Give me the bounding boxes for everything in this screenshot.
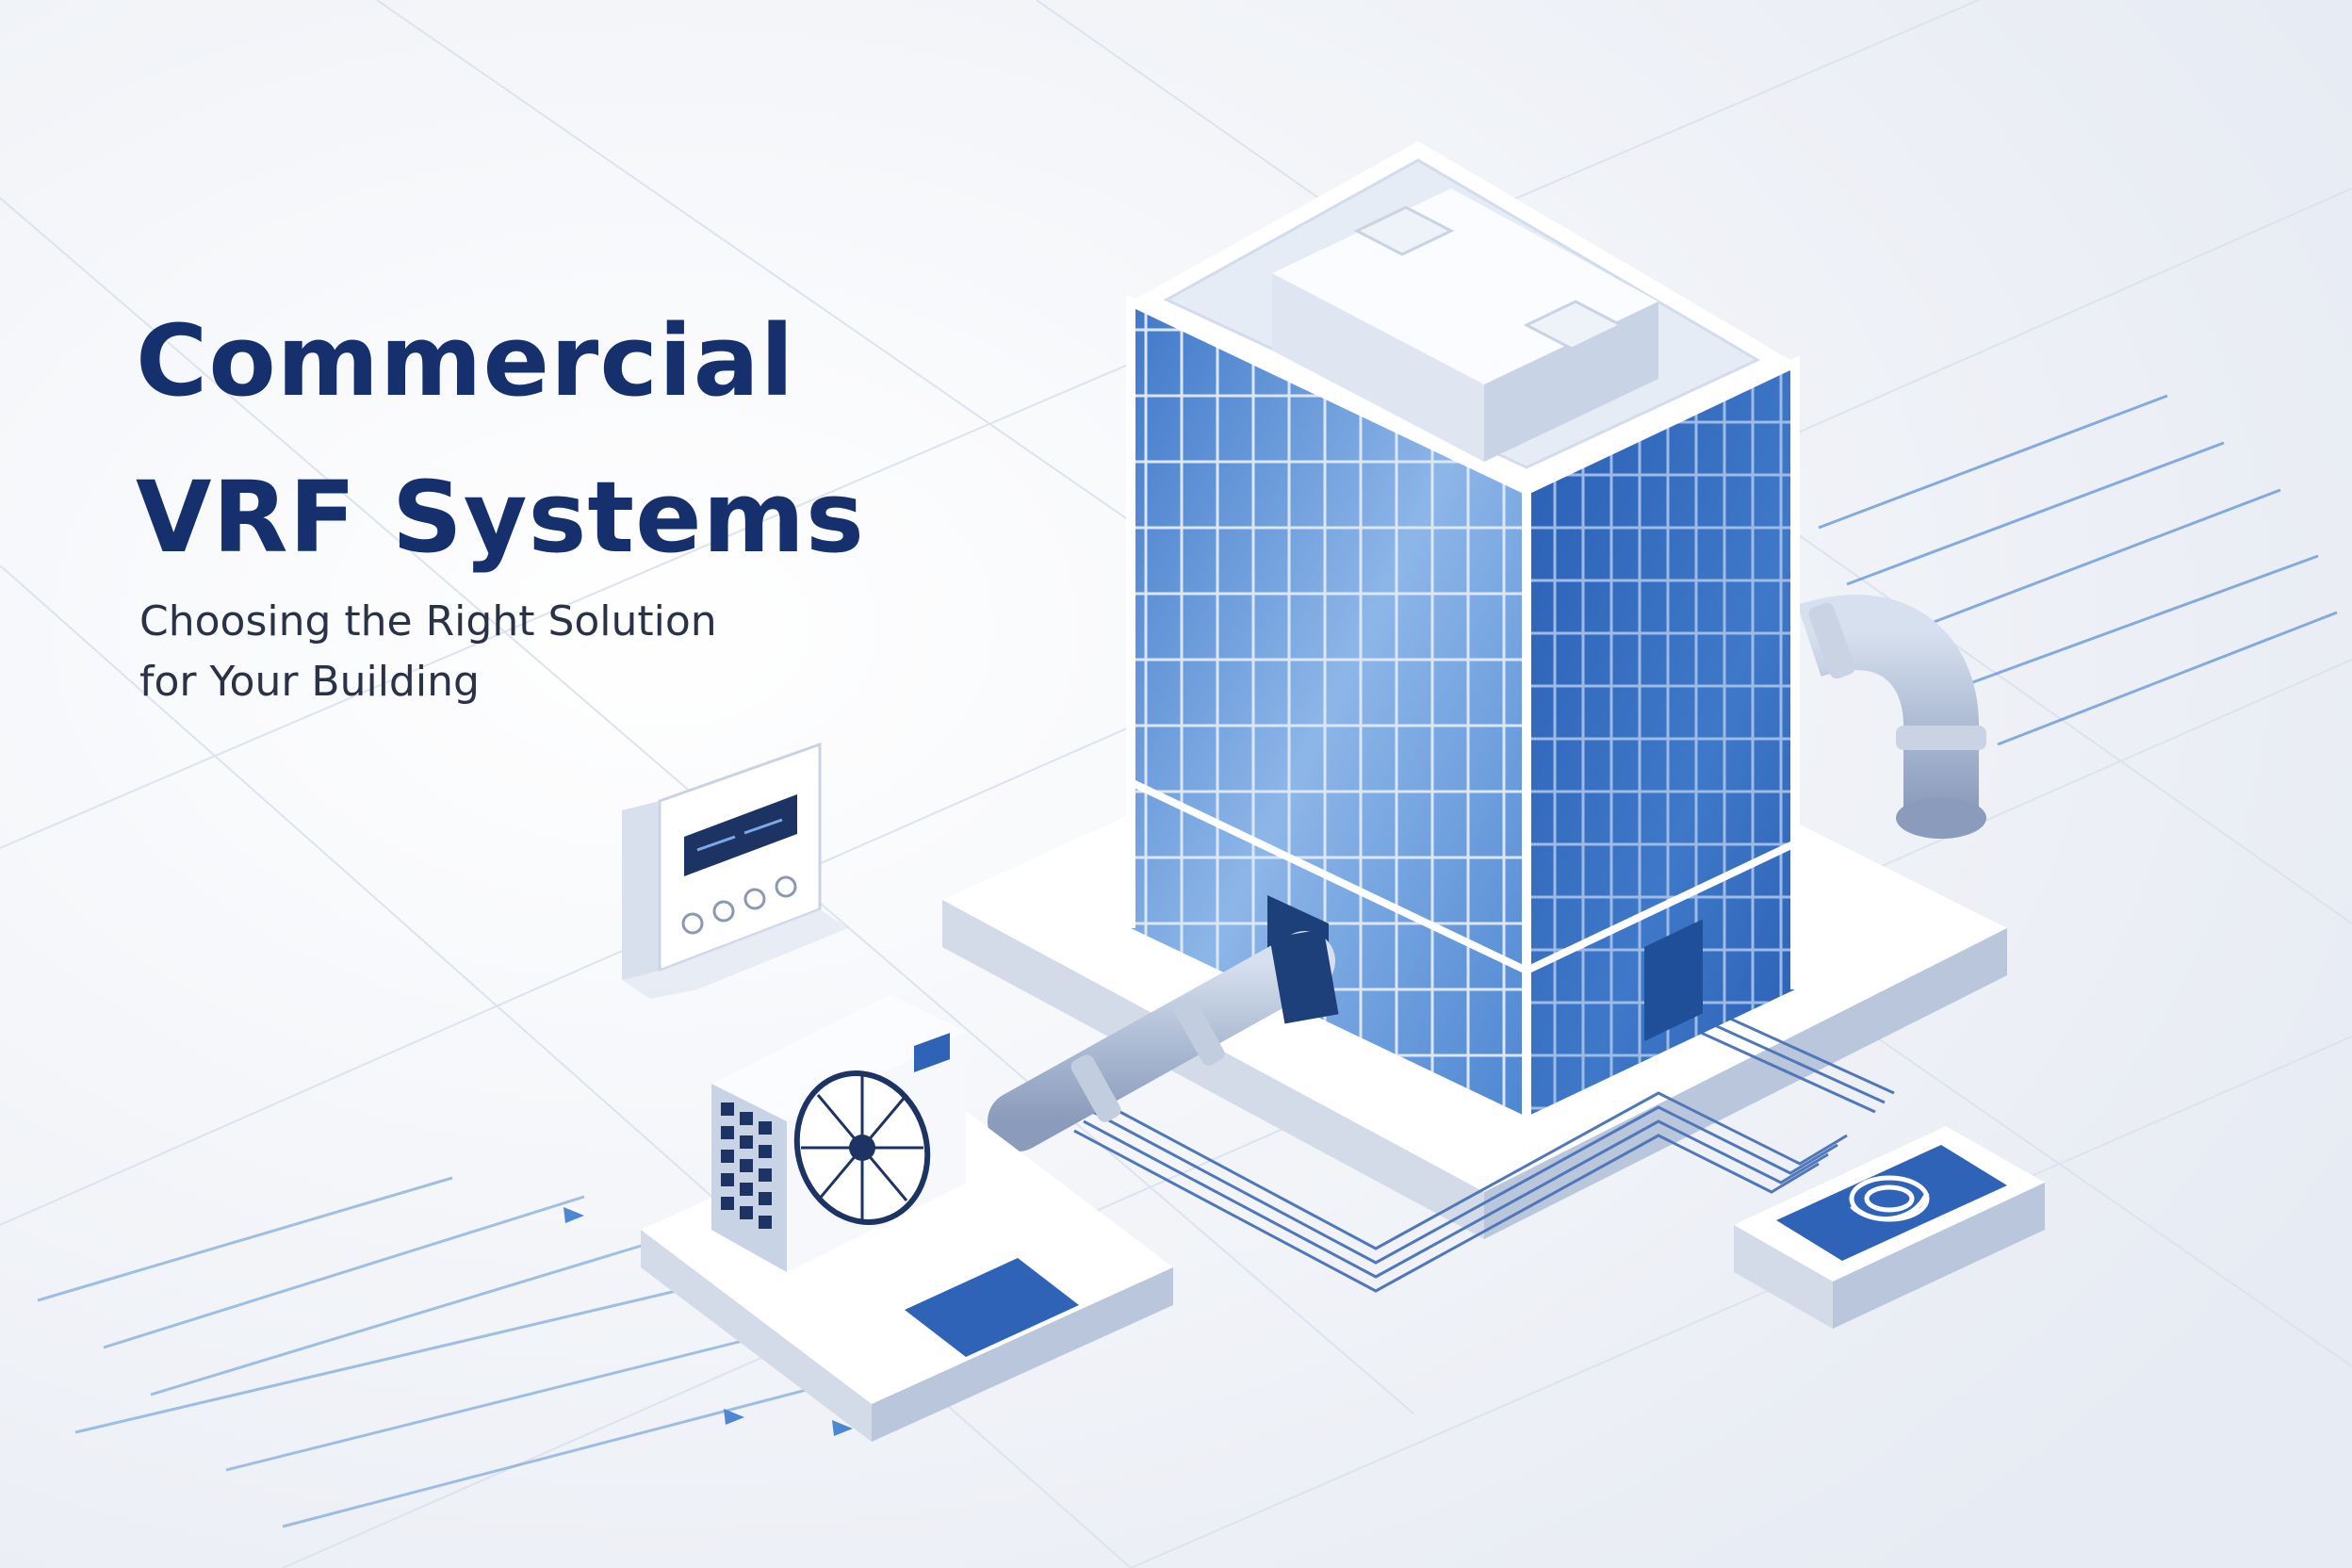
subtitle-line-1: Choosing the Right Solution [139, 597, 717, 645]
refrigerant-pipe [988, 928, 1339, 1152]
airflow-lines-left [37, 1176, 934, 1528]
title-line-2: VRF Systems [136, 460, 865, 575]
airflow-lines-right [1818, 394, 2338, 746]
condenser-fan-unit [711, 994, 966, 1272]
control-hub-pad [1734, 1126, 2045, 1329]
glass-office-tower [1126, 141, 1800, 1117]
subtitle-line-2: for Your Building [139, 658, 480, 706]
spiral-logo-icon [1849, 1175, 1930, 1222]
airflow-arrows [564, 1207, 853, 1436]
pipe-elbow [1797, 595, 1986, 839]
fan-icon [793, 1070, 931, 1225]
page-subtitle: Choosing the Right Solution for Your Bui… [139, 592, 717, 712]
title-line-1: Commercial [136, 303, 795, 418]
wall-thermostat-controller [622, 742, 848, 999]
page-title: Commercial VRF Systems [136, 283, 865, 596]
refrigerant-lines [1073, 997, 1895, 1293]
